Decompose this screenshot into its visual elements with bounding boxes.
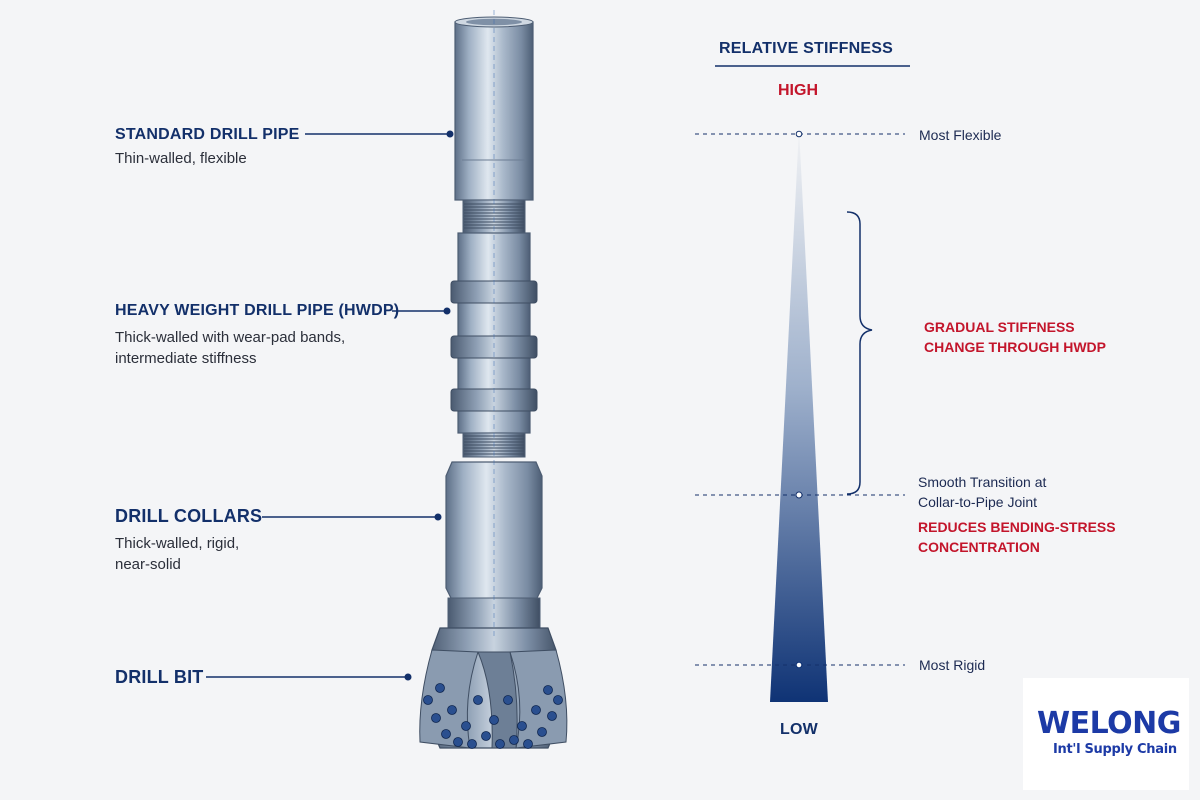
most-rigid-label: Most Rigid <box>919 657 986 673</box>
reduces-stress-line2: CONCENTRATION <box>918 539 1040 555</box>
bit-tooth <box>503 695 513 705</box>
drill-pipe-desc: Thin-walled, flexible <box>115 150 247 167</box>
gradual-stiffness-line1: GRADUAL STIFFNESS <box>924 319 1075 335</box>
drill-bit <box>419 627 568 749</box>
bit-tooth <box>547 711 557 721</box>
drill-bit-title: DRILL BIT <box>115 667 204 687</box>
bit-tooth <box>553 695 563 705</box>
drill-collars-title: DRILL COLLARS <box>115 506 263 526</box>
leader-hwdp <box>392 307 451 315</box>
bit-tooth <box>489 715 499 725</box>
marker-smooth-transition <box>695 491 905 499</box>
bit-tooth <box>531 705 541 715</box>
smooth-transition-line1: Smooth Transition at <box>918 474 1047 490</box>
high-label: HIGH <box>778 82 818 99</box>
bit-tooth <box>435 683 445 693</box>
bit-tooth <box>523 739 533 749</box>
leader-drill-pipe <box>305 130 454 138</box>
logo-tagline: Int'l Supply Chain <box>1053 742 1177 757</box>
reduces-stress-line1: REDUCES BENDING-STRESS <box>918 519 1116 535</box>
marker-most-rigid <box>695 661 905 669</box>
smooth-transition-line2: Collar-to-Pipe Joint <box>918 494 1038 510</box>
bit-tooth <box>467 739 477 749</box>
bit-tooth <box>517 721 527 731</box>
bit-tooth <box>441 729 451 739</box>
stiffness-heading: RELATIVE STIFFNESS <box>719 40 893 57</box>
drill-collars-desc-line2: near-solid <box>115 556 181 573</box>
gradual-stiffness-line2: CHANGE THROUGH HWDP <box>924 339 1106 355</box>
bit-tooth <box>447 705 457 715</box>
hwdp-desc-line1: Thick-walled with wear-pad bands, <box>115 329 346 346</box>
drill-collars-desc-line1: Thick-walled, rigid, <box>115 535 240 552</box>
bit-tooth <box>431 713 441 723</box>
bit-tooth <box>461 721 471 731</box>
most-flexible-label: Most Flexible <box>919 127 1002 143</box>
bit-tooth <box>473 695 483 705</box>
bit-tooth <box>537 727 547 737</box>
bit-tooth <box>495 739 505 749</box>
marker-most-flexible <box>695 130 905 138</box>
hwdp-desc-line2: intermediate stiffness <box>115 350 257 367</box>
bit-tooth <box>509 735 519 745</box>
bit-tooth <box>543 685 553 695</box>
drill-pipe-title: STANDARD DRILL PIPE <box>115 126 300 143</box>
stiffness-wedge <box>770 128 828 702</box>
low-label: LOW <box>780 721 818 738</box>
drill-pipe-body <box>454 16 534 201</box>
bit-tooth <box>481 731 491 741</box>
bit-tooth <box>423 695 433 705</box>
hwdp-bracket <box>846 211 873 495</box>
leader-drill-collars <box>262 513 442 521</box>
welong-logo: WELONG Int'l Supply Chain <box>1023 678 1189 790</box>
hwdp-title: HEAVY WEIGHT DRILL PIPE (HWDP) <box>115 302 400 319</box>
bit-tooth <box>453 737 463 747</box>
leader-drill-bit <box>206 673 412 681</box>
logo-wordmark: WELONG <box>1037 706 1181 741</box>
